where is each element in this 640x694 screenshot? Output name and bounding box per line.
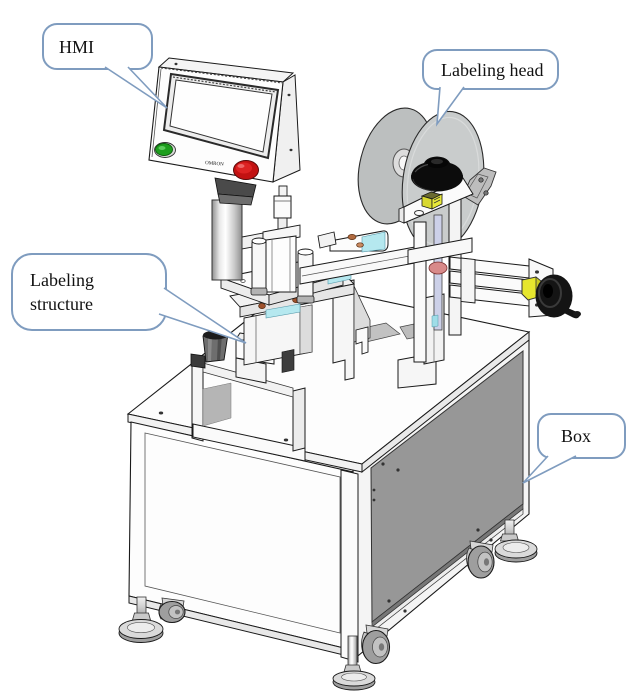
svg-text:OMRON: OMRON	[205, 161, 224, 168]
svg-text:Labeling head: Labeling head	[441, 60, 543, 80]
svg-text:HMI: HMI	[59, 37, 94, 57]
svg-text:Labeling: Labeling	[30, 270, 94, 290]
svg-text:structure: structure	[30, 294, 93, 314]
svg-text:Box: Box	[561, 426, 591, 446]
